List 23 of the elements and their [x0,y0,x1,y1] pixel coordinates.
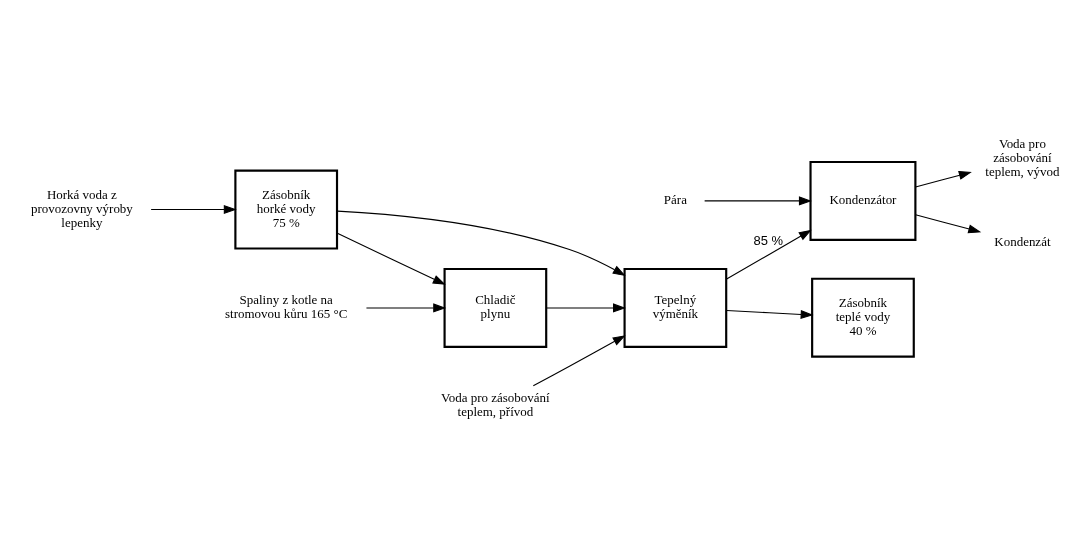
node-box: Zásobník horké vody 75 % [234,169,339,250]
node-text: Spaliny z kotle na stromovou kůru 165 °C [225,291,348,321]
arrow [726,309,814,319]
node-box: Zásobník teplé vody 40 % [811,277,915,358]
node-text: Kondenzát [994,233,1051,249]
arrow [336,210,626,276]
arrow [365,302,447,312]
arrow [336,232,446,285]
node-text: Pára [663,191,687,207]
arrow [704,195,812,205]
node-box: Kondenzátor [809,160,917,241]
node-text: Horká voda z provozovny výroby lepenky [30,186,133,230]
arrow [150,204,237,214]
edge-label: 85 % [753,232,784,248]
arrow [915,170,972,188]
node-box: Chladič plynu [443,267,548,348]
node-text: Voda pro zásobování teplem, přívod [441,389,550,419]
node-box: Tepelný výměník [623,267,728,348]
arrow [915,213,982,233]
node-text: Voda pro zásobování teplem, vývod [985,135,1060,179]
arrow [726,229,812,279]
arrow [532,334,626,386]
arrow [545,302,626,312]
